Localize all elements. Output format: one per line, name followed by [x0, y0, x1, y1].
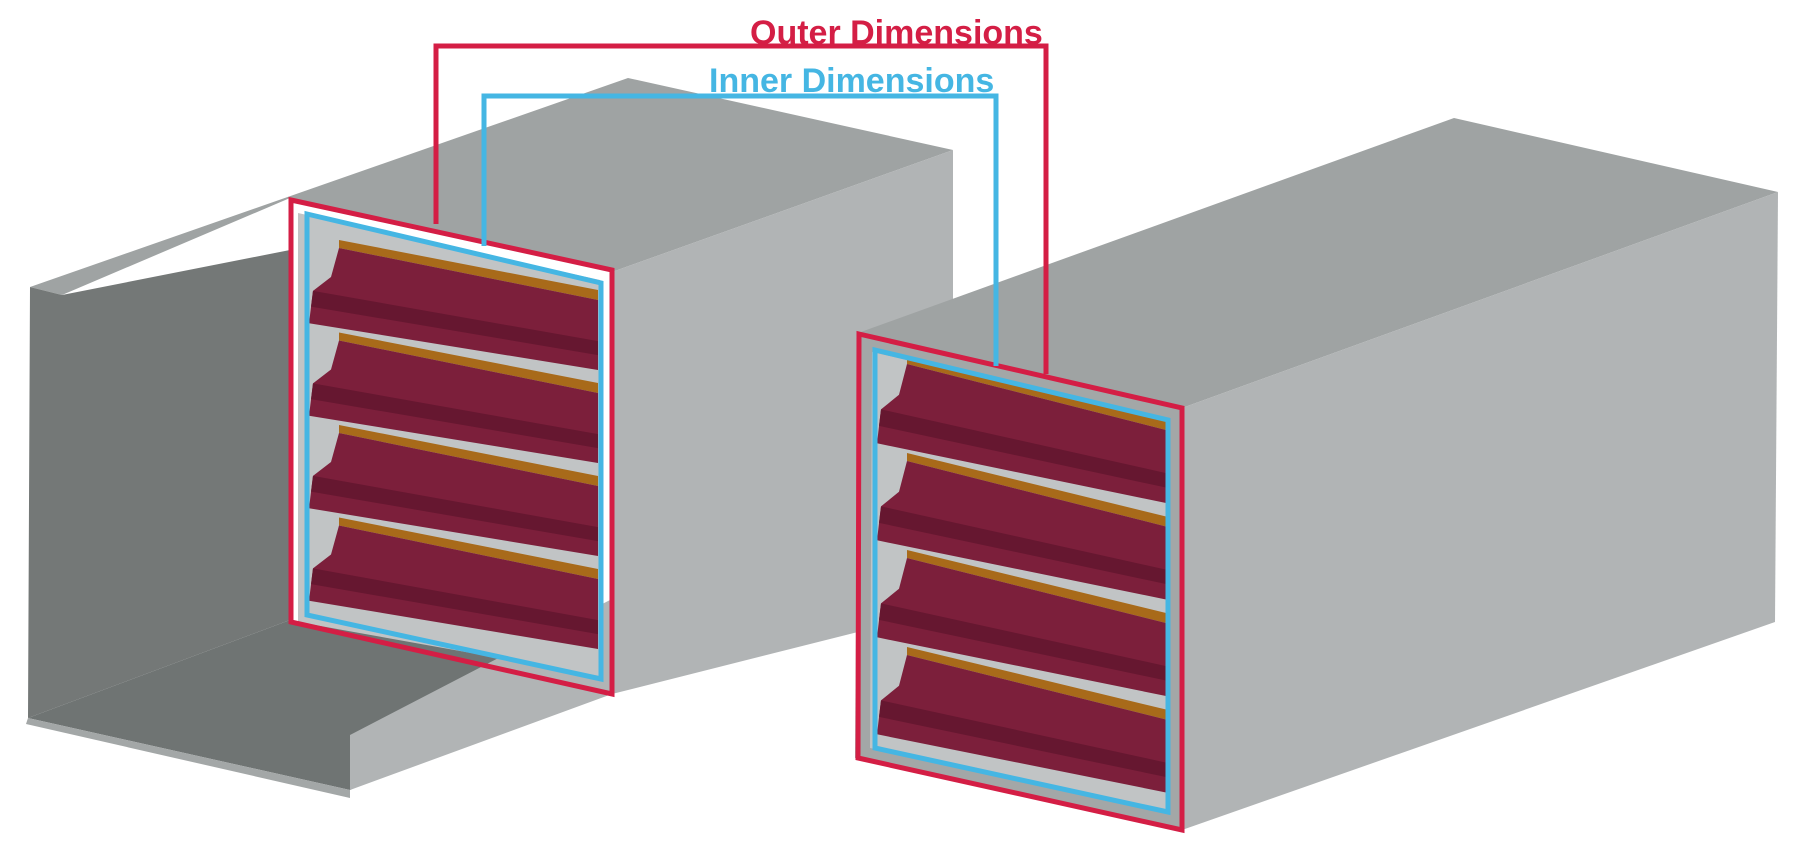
right-damper-blade-edge — [907, 647, 1166, 720]
left-inner-dimension-frame — [304, 210, 604, 683]
left-damper-blade-edge — [339, 425, 598, 486]
left-damper-blades — [309, 240, 598, 649]
left-damper-blade-shadow — [311, 290, 598, 356]
right-damper-blade-shadow — [879, 603, 1166, 681]
right-damper-blade-edge — [907, 550, 1166, 623]
outer-dimension-leader — [433, 43, 1049, 374]
right-duct-side — [1182, 192, 1778, 830]
left-duct-side — [350, 150, 953, 790]
left-damper-blade-shadow — [311, 568, 598, 635]
right-damper-blades — [877, 356, 1166, 793]
left-duct-interior-wall — [28, 250, 290, 718]
left-damper-blade-shadow — [311, 475, 598, 542]
right-outer-dimension-frame — [855, 330, 1185, 834]
left-damper-blade — [309, 240, 598, 370]
right-damper-blade-shadow — [879, 506, 1166, 585]
left-outer-dimension-frame — [288, 196, 615, 698]
left-damper-blade-shadow — [311, 383, 598, 449]
inner-dimension-leader — [481, 93, 999, 366]
left-damper-blade — [309, 517, 598, 649]
left-damper-blade — [309, 332, 598, 463]
right-damper-blade — [877, 453, 1166, 600]
inner-dimensions-label: Inner Dimensions — [709, 62, 994, 100]
right-duct-top — [858, 118, 1778, 408]
left-duct — [26, 78, 953, 798]
right-damper-blade-shadow — [879, 700, 1166, 778]
right-damper-blade-shadow — [879, 409, 1166, 488]
left-damper-blade-edge — [339, 517, 598, 579]
left-damper-blade — [309, 425, 598, 556]
left-duct-top — [30, 78, 953, 295]
left-damper-blade-edge — [339, 240, 598, 300]
left-damper — [298, 213, 600, 676]
right-damper-blade — [877, 647, 1166, 793]
right-damper-blade-edge — [907, 453, 1166, 527]
right-inner-dimension-frame — [872, 346, 1171, 816]
left-damper-blade-edge — [339, 332, 598, 393]
right-damper-blade — [877, 550, 1166, 696]
left-duct-front-lip — [26, 718, 350, 798]
right-damper — [870, 352, 1170, 812]
outer-dimensions-label: Outer Dimensions — [750, 14, 1043, 52]
